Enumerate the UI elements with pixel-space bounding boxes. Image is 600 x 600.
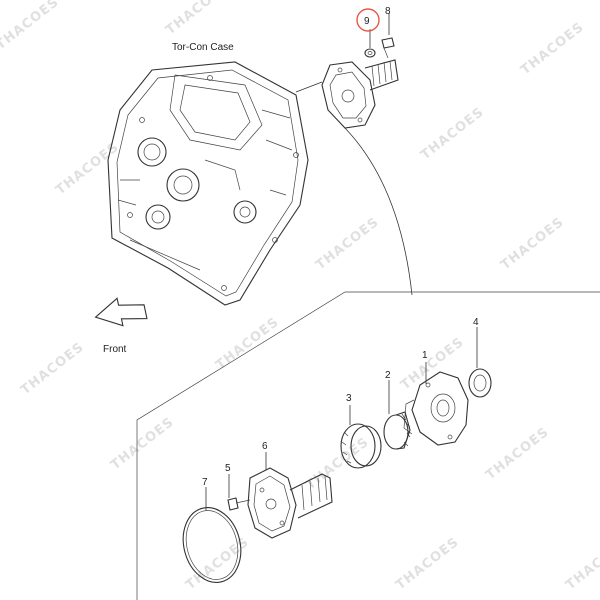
watermark: THACOES [18,340,87,398]
stator-shaft-part [247,467,333,539]
watermark: THACOES [398,335,467,393]
watermark: THACOES [213,315,282,373]
front-arrow [94,297,148,327]
callout-2[interactable]: 2 [385,370,391,381]
callout-5[interactable]: 5 [225,463,231,474]
watermark: THACOES [563,535,600,593]
callout-9[interactable]: 9 [364,16,370,27]
watermark: THACOES [163,0,232,38]
callout-1[interactable]: 1 [422,350,428,361]
watermark: THACOES [53,140,122,198]
watermark: THACOES [0,0,62,53]
watermark: THACOES [518,20,587,78]
o-ring-part [182,507,242,583]
torcon-case-housing [107,61,309,306]
highlight-circle [356,8,380,32]
pump-assembly-top [321,59,399,129]
assembly-connector-line [344,127,413,296]
watermark: THACOES [313,215,382,273]
callout-6[interactable]: 6 [262,441,268,452]
watermark: THACOES [303,435,372,493]
watermark: THACOES [183,535,252,593]
assembly-dash-line [295,81,323,93]
callout-3[interactable]: 3 [346,393,352,404]
oil-seal-part [468,368,492,398]
exploded-view-frame [136,291,600,600]
gear-outer-part [383,411,411,450]
front-label: Front [103,344,127,355]
bolt-top-part [381,37,395,59]
gear-inner-part [340,423,382,469]
callout-7[interactable]: 7 [202,477,208,488]
tor-con-case-title: Tor-Con Case [172,42,234,53]
watermark: THACOES [483,425,552,483]
bolt-part [227,497,251,511]
watermark: THACOES [498,215,567,273]
watermark: THACOES [393,535,462,593]
callout-8[interactable]: 8 [385,6,391,17]
washer-part [364,48,376,58]
callout-4[interactable]: 4 [473,317,479,328]
watermark: THACOES [108,415,177,473]
watermark: THACOES [418,105,487,163]
